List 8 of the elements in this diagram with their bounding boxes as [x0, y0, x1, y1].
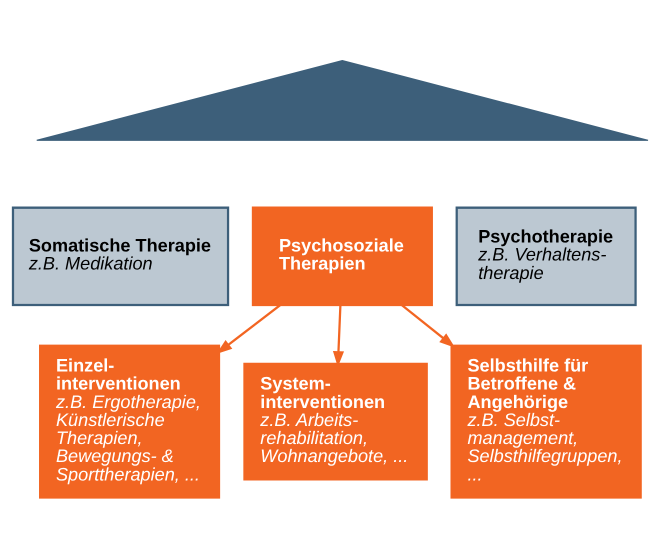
arrow: [401, 304, 456, 348]
node-box: Selbsthilfe für Betroffene & Angehörige z.B. Selbst- management, Selbsthilfegruppen, ...: [450, 344, 642, 498]
node-box: System- interventionen z.B. Arbeits- rehabilitation, Wohnangebote, ...: [243, 362, 428, 480]
node-box: Einzel- interventionen z.B. Ergotherapie, Künstlerische Therapien, Bewegungs- & Sporttherapien, ...: [39, 344, 220, 498]
node-box: Psychosoziale Therapien: [252, 206, 433, 306]
node-triangle: [36, 59, 649, 140]
node-box: Somatische Therapie z.B. Medikation: [12, 206, 230, 306]
node-box: Psychotherapie z.B. Verhaltens- therapie: [456, 206, 637, 306]
